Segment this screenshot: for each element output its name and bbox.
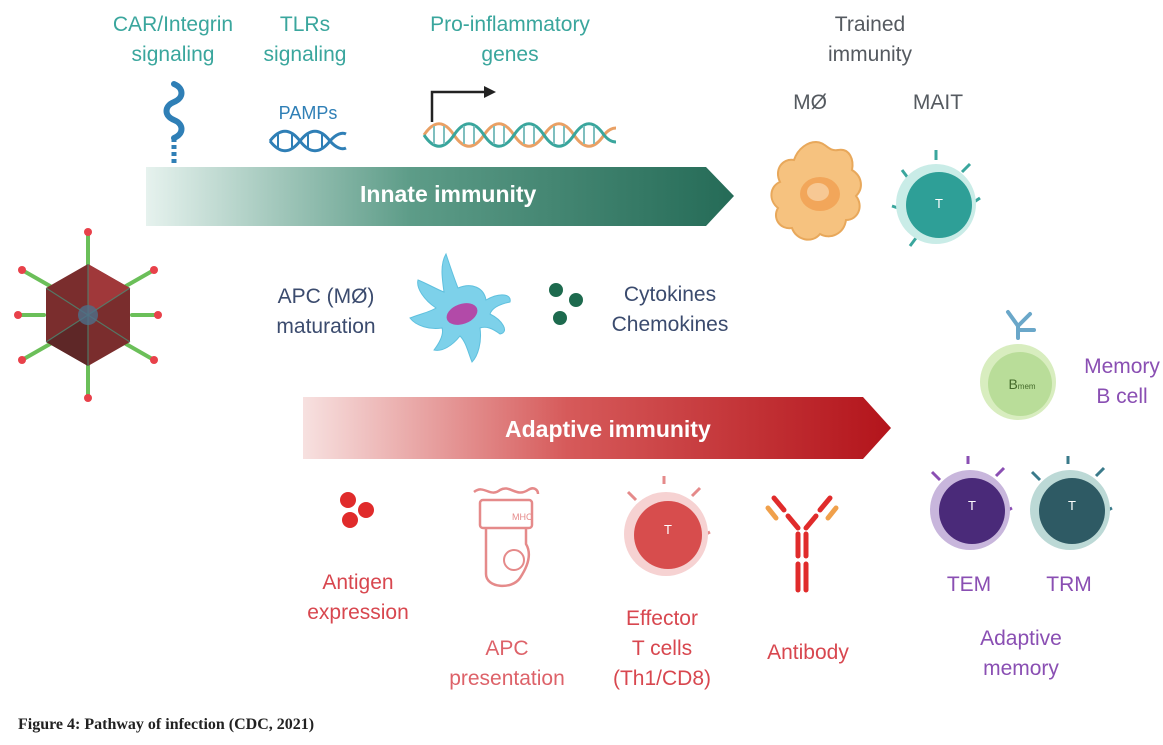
antibody-label: Antibody: [767, 641, 849, 664]
cytokines-icon: [549, 283, 583, 325]
mait-label: MAIT: [912, 91, 964, 114]
mait-cell-letter: T: [935, 196, 943, 211]
adaptive-immunity-label: Adaptive immunity: [505, 416, 711, 442]
effector-t-cell-icon: [624, 476, 711, 576]
antigen-icon: [340, 492, 374, 528]
macrophage-icon: [770, 140, 862, 241]
apc-presentation-icon: MHC: [473, 487, 540, 587]
trm-cell-letter: T: [1068, 498, 1076, 513]
trm-label: TRM: [1046, 573, 1092, 596]
innate-immunity-arrow: [146, 167, 734, 226]
gene-promoter-arrow-icon: [430, 86, 496, 122]
mhc-text: MHC: [512, 512, 533, 522]
mait-cell-icon: [891, 150, 981, 247]
pamps-dna-icon: [268, 129, 347, 153]
memory-b-cell-letter: Bmem: [1008, 376, 1036, 392]
receptor-icon: [163, 81, 185, 166]
innate-immunity-label: Innate immunity: [360, 181, 537, 207]
apc-maturation-label: APC (MØ)maturation: [276, 285, 376, 338]
tem-cell-icon: [930, 456, 1013, 550]
effector-t-cell-letter: T: [664, 522, 672, 537]
adaptive-immunity-arrow: [303, 397, 891, 459]
memory-b-cell-icon: [980, 310, 1056, 420]
tem-cell-letter: T: [968, 498, 976, 513]
adenovirus-icon: [14, 228, 162, 402]
macrophage-label: MØ: [793, 91, 827, 114]
gene-dna-strip-icon: [422, 122, 617, 148]
pamps-label: PAMPs: [278, 103, 338, 123]
tem-label: TEM: [946, 573, 992, 596]
figure-caption: Figure 4: Pathway of infection (CDC, 202…: [18, 716, 315, 733]
dendritic-cell-icon: [409, 252, 511, 363]
trm-cell-icon: [1030, 456, 1113, 550]
antibody-icon: [765, 495, 839, 593]
